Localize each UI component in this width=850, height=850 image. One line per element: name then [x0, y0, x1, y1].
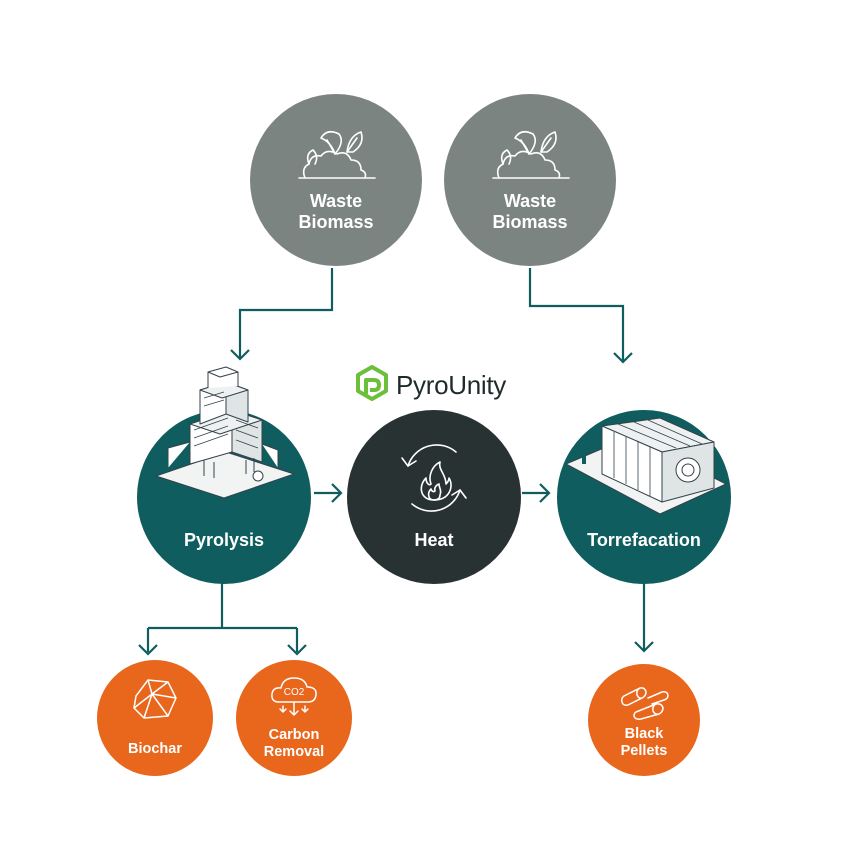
pyrolysis-plant-illustration	[155, 366, 295, 499]
node-black-pellets: Black Pellets	[588, 664, 700, 776]
node-heat-label: Heat	[414, 530, 454, 550]
node-black-pellets-line1: Black	[624, 726, 664, 742]
arrowhead-biochar-in	[138, 644, 158, 656]
connector-biomass1-to-pyrolysis	[238, 268, 334, 358]
arrowhead-carbon-removal-in	[287, 644, 307, 656]
connector-pyrolysis-to-products	[146, 580, 299, 652]
arrowhead-torrefaction-side	[539, 483, 551, 503]
node-carbon-removal-line2: Removal	[263, 744, 325, 760]
arrowhead-pellets-in	[634, 641, 654, 653]
pellets-icon	[621, 687, 669, 720]
node-carbon-removal-line1: Carbon	[268, 727, 320, 743]
node-biochar-label: Biochar	[128, 741, 182, 757]
co2-cloud-icon: CO2	[271, 677, 317, 716]
brand-name: PyroUnity	[396, 370, 506, 400]
node-waste-biomass-2-line2: Biomass	[492, 212, 568, 232]
node-carbon-removal: CO2 Carbon Removal	[236, 660, 352, 776]
node-waste-biomass-2-line1: Waste	[503, 191, 557, 211]
node-waste-biomass-2: Waste Biomass	[444, 94, 616, 266]
torrefaction-container-illustration	[565, 417, 727, 515]
node-waste-biomass-1-line1: Waste	[309, 191, 363, 211]
biomass-leaves-icon	[492, 130, 570, 179]
arrowhead-heat-in	[331, 483, 343, 503]
co2-text: CO2	[284, 687, 305, 698]
arrowhead-torrefaction-in	[613, 352, 633, 364]
node-heat: Heat	[347, 410, 521, 584]
node-black-pellets-line2: Pellets	[620, 743, 668, 759]
pyrounity-logo: PyroUnity	[354, 364, 514, 408]
node-pyrolysis-label: Pyrolysis	[183, 530, 265, 550]
node-waste-biomass-1: Waste Biomass	[250, 94, 422, 266]
pyrounity-logo-icon	[356, 365, 388, 401]
flame-cycle-icon	[401, 444, 467, 512]
node-biochar: Biochar	[97, 660, 213, 776]
node-torrefaction-label: Torrefacation	[587, 530, 701, 550]
arrowhead-pyrolysis-in	[230, 349, 250, 361]
biochar-rock-icon	[133, 679, 177, 719]
node-waste-biomass-1-line2: Biomass	[298, 212, 374, 232]
connector-biomass2-to-torrefaction	[528, 268, 625, 361]
biomass-leaves-icon	[298, 130, 376, 179]
